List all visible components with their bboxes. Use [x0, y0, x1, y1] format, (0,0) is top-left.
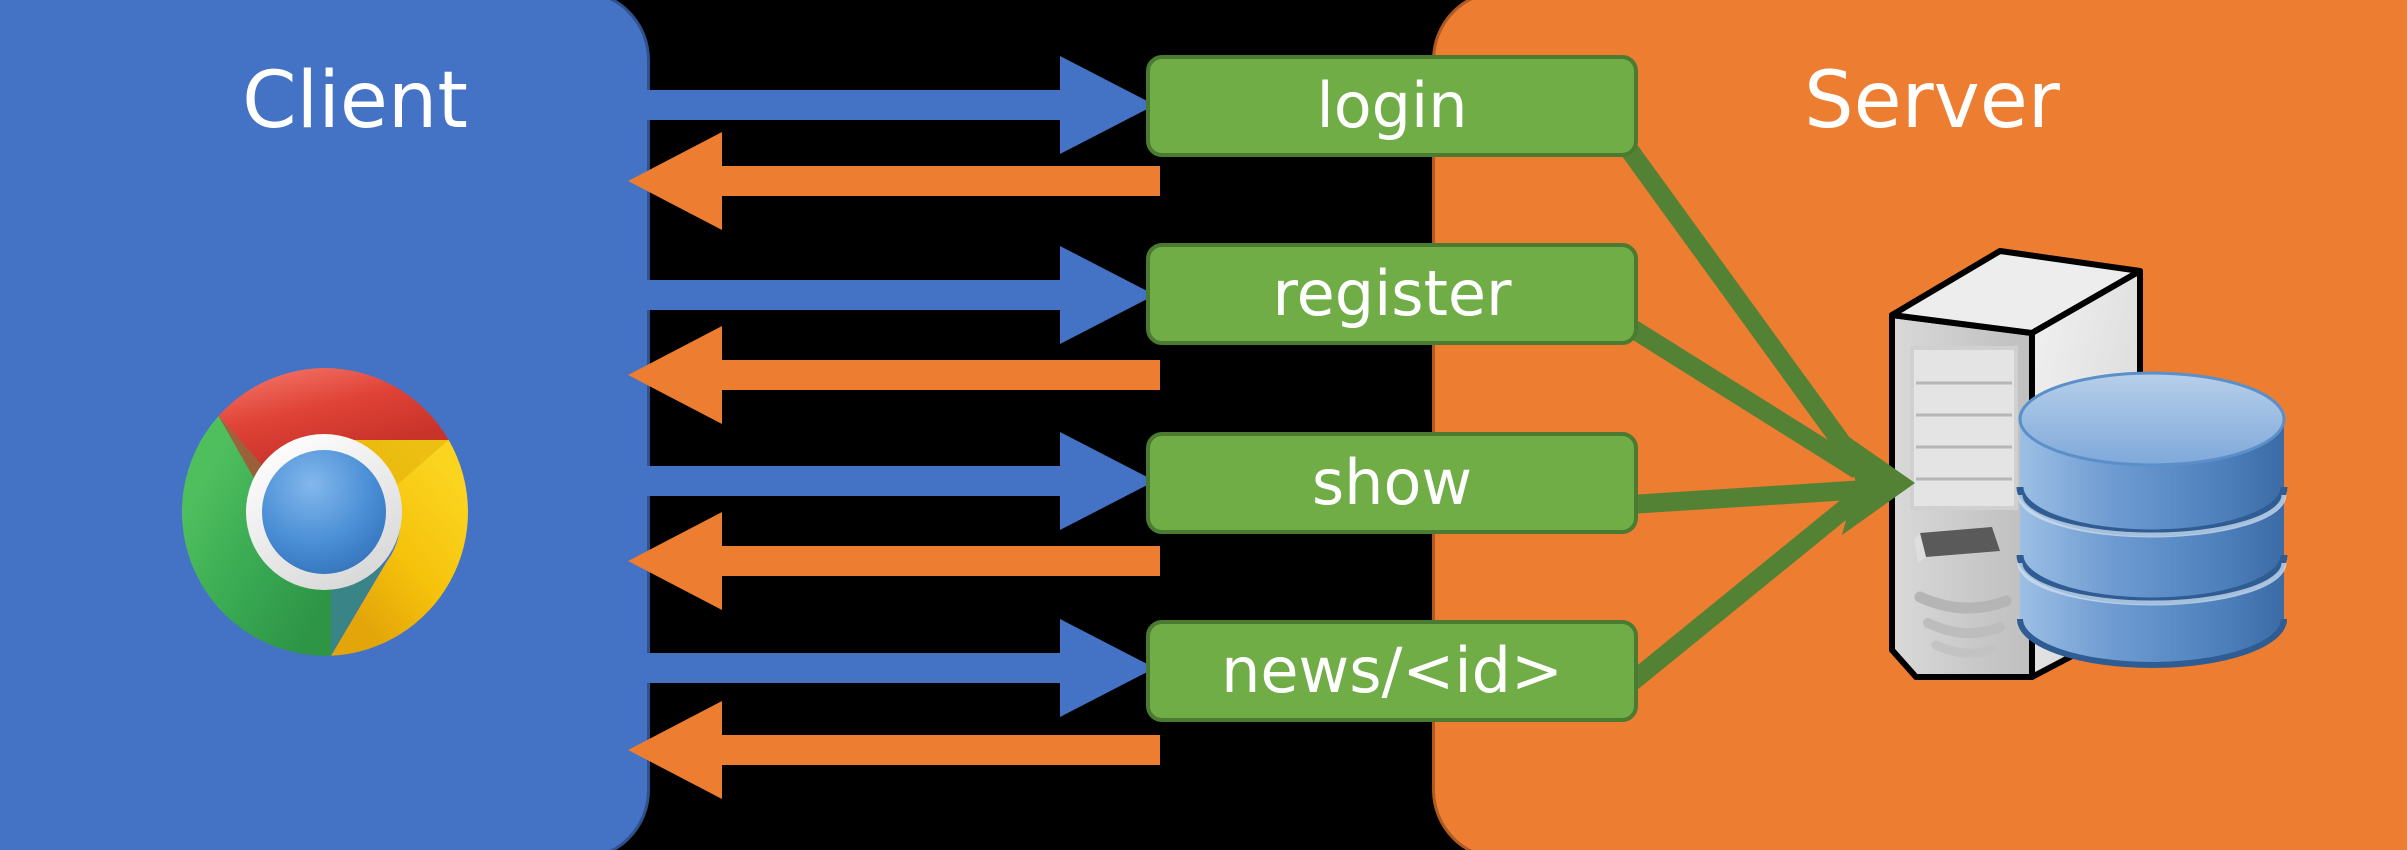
request-arrow-register — [628, 246, 1155, 344]
route-box-login[interactable]: login — [1146, 55, 1638, 157]
server-tower-database-icon — [1872, 215, 2292, 685]
backend-arrowhead — [1842, 432, 1915, 535]
response-arrow-show — [628, 512, 1160, 610]
route-label: login — [1316, 69, 1468, 142]
request-arrow-login — [628, 56, 1155, 154]
response-arrow-register — [628, 326, 1160, 424]
route-box-register[interactable]: register — [1146, 243, 1638, 345]
route-label: register — [1272, 257, 1512, 330]
request-arrow-show — [628, 432, 1155, 530]
request-arrow-news — [628, 619, 1155, 717]
route-box-news-id[interactable]: news/<id> — [1146, 620, 1638, 722]
response-arrow-news — [628, 701, 1160, 799]
client-title: Client — [242, 56, 468, 146]
server-title: Server — [1804, 56, 2060, 146]
route-label: news/<id> — [1221, 634, 1563, 707]
response-arrow-login — [628, 132, 1160, 230]
request-arrows-group — [628, 56, 1155, 717]
backend-line-news — [1616, 490, 1864, 698]
route-label: show — [1311, 446, 1473, 519]
response-arrows-group — [628, 132, 1160, 799]
backend-line-login — [1614, 134, 1868, 474]
backend-line-register — [1616, 313, 1864, 479]
backend-line-show — [1621, 480, 1859, 515]
chrome-browser-logo-icon — [178, 366, 470, 658]
route-box-show[interactable]: show — [1146, 432, 1638, 534]
